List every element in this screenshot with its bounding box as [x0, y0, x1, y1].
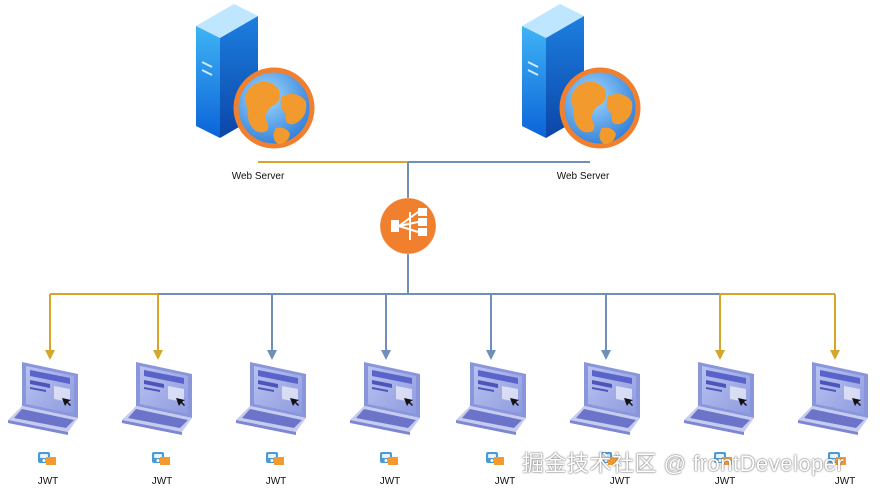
laptop-icon: [798, 362, 868, 435]
client-label-4: JWT: [379, 476, 401, 487]
laptop-icon: [684, 362, 754, 435]
arrow-client-1: [45, 350, 55, 360]
token-badge-icon: [38, 452, 56, 465]
client-label-7: JWT: [714, 476, 736, 487]
arrow-client-5: [486, 350, 496, 360]
arrow-client-4: [381, 350, 391, 360]
client-label-3: JWT: [265, 476, 287, 487]
client-label-8: JWT: [834, 476, 856, 487]
arrow-client-7: [715, 350, 725, 360]
server-label-1: Web Server: [231, 171, 285, 182]
client-label-6: JWT: [609, 476, 631, 487]
arrow-client-8: [830, 350, 840, 360]
laptop-icon: [350, 362, 420, 435]
token-badge-icon: [266, 452, 284, 465]
connection-lines: [45, 161, 840, 360]
laptop-icon: [8, 362, 78, 435]
token-badge-icon: [152, 452, 170, 465]
laptop-icon: [570, 362, 640, 435]
server-label-2: Web Server: [556, 171, 610, 182]
arrow-client-6: [601, 350, 611, 360]
server-globe-icon: [522, 4, 638, 146]
laptop-icon: [236, 362, 306, 435]
client-label-2: JWT: [151, 476, 173, 487]
load-balancer-icon: [379, 197, 437, 255]
token-badge-icon: [380, 452, 398, 465]
client-label-1: JWT: [37, 476, 59, 487]
laptop-icon: [122, 362, 192, 435]
arrow-client-2: [153, 350, 163, 360]
laptop-icon: [456, 362, 526, 435]
client-label-5: JWT: [494, 476, 516, 487]
token-badge-icon: [486, 452, 504, 465]
watermark: 掘金技术社区 @ frontDeveloper: [522, 451, 845, 476]
arrow-client-3: [267, 350, 277, 360]
server-globe-icon: [196, 4, 312, 146]
